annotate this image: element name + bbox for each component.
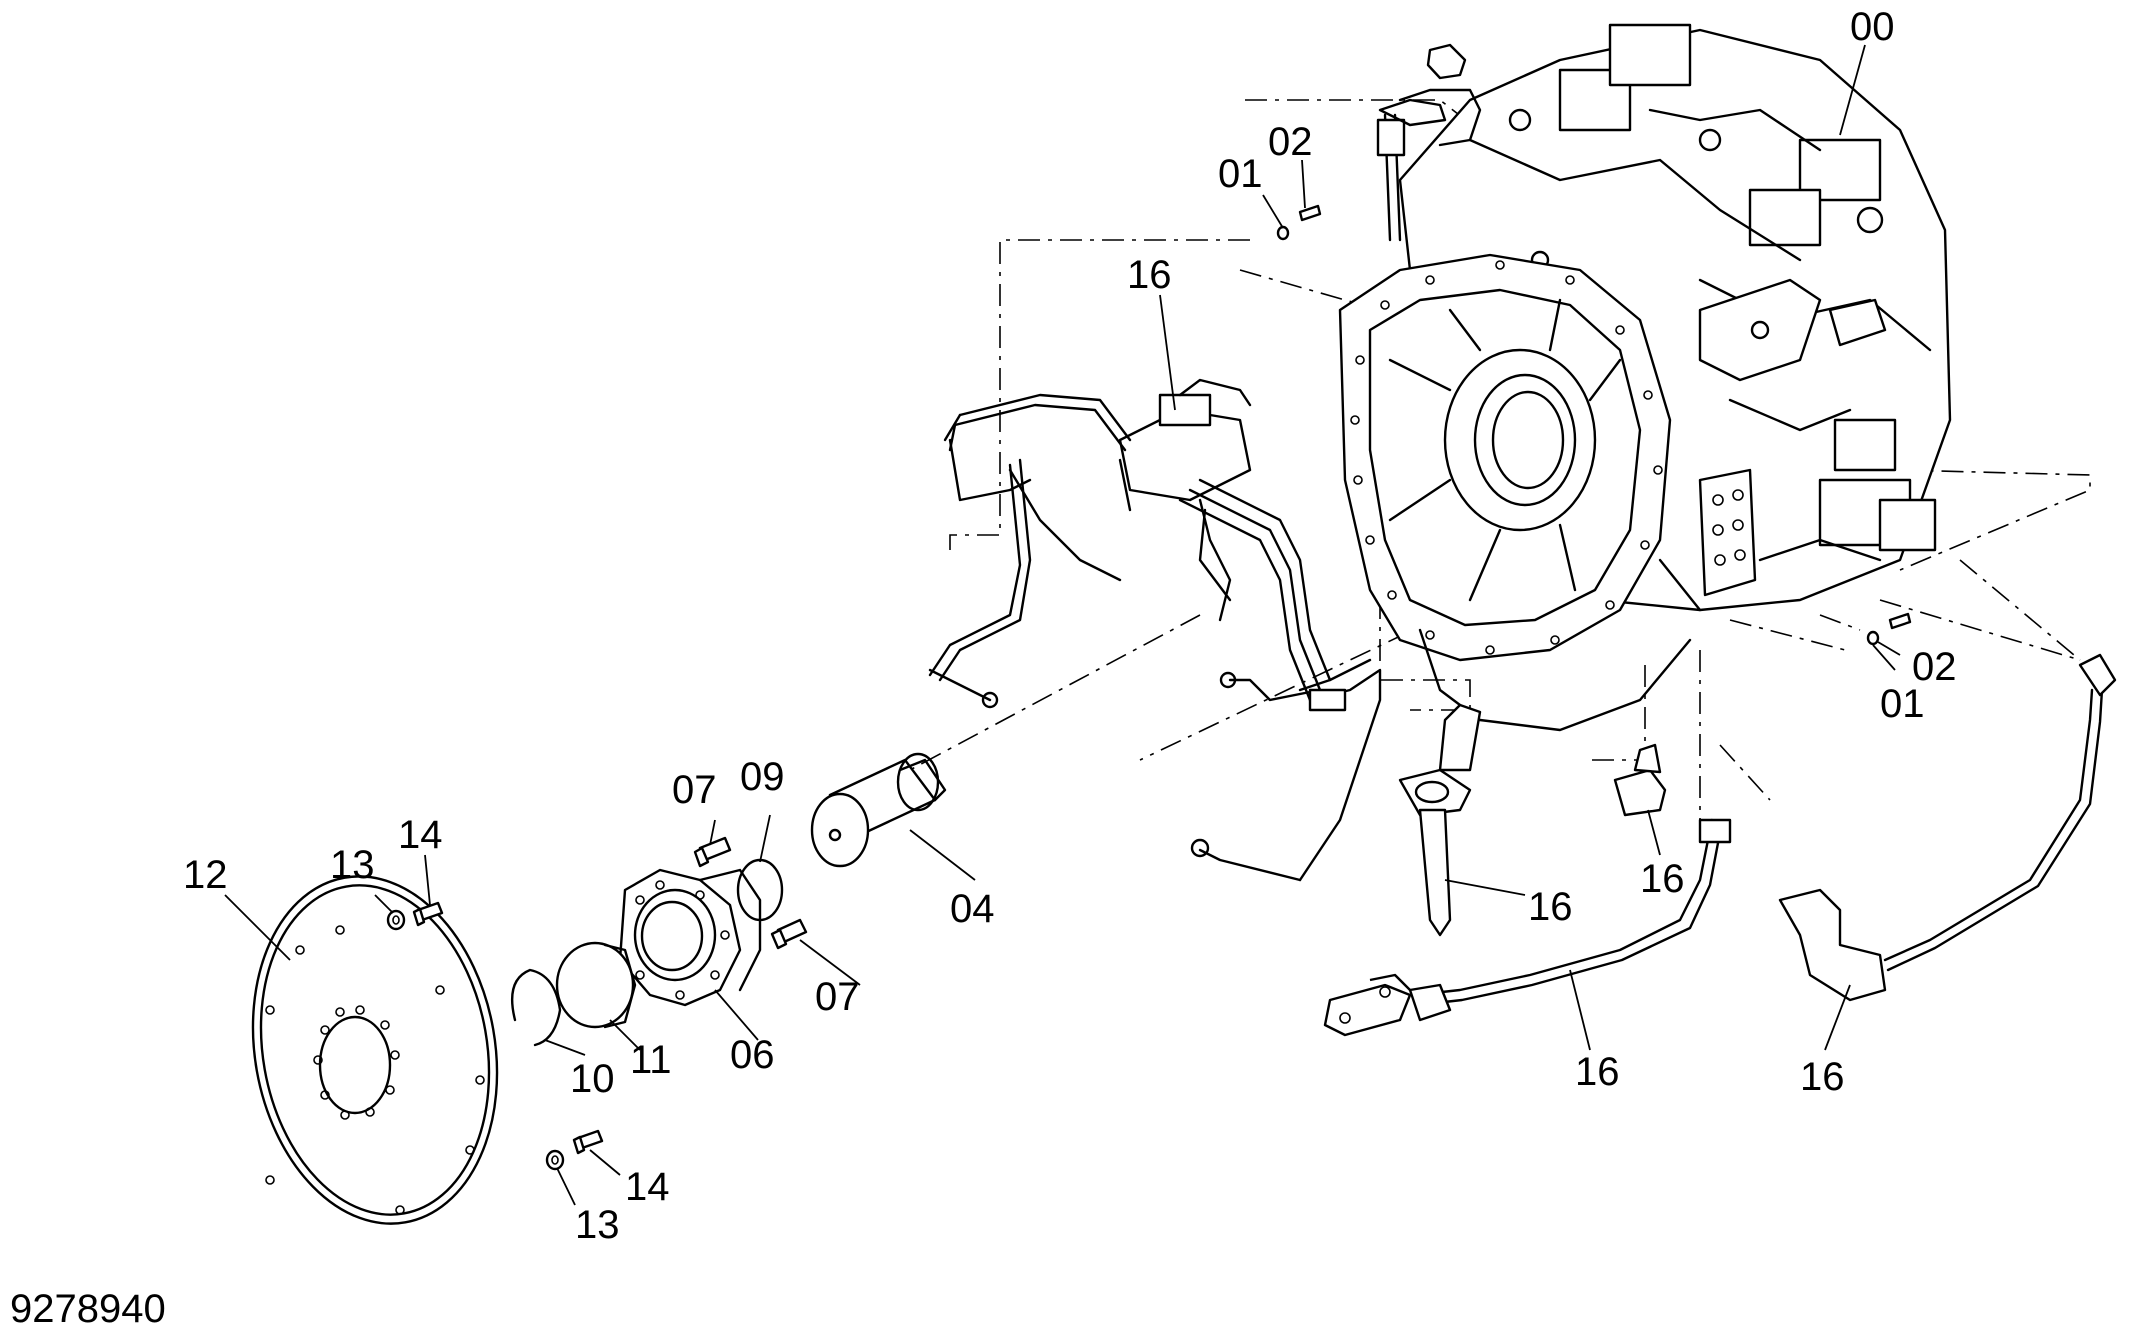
callout-11: 11 [630,1038,672,1082]
callout-02-lower: 02 [1912,645,1957,689]
callout-07-upper: 07 [672,768,717,812]
sensor-cable [1323,818,1732,1037]
callout-16-harness: 16 [1127,253,1172,297]
callout-09: 09 [740,755,785,799]
callout-16-small: 16 [1640,857,1685,901]
callout-02-upper: 02 [1268,120,1313,164]
bearing-housing [618,868,762,1007]
callout-07-lower: 07 [815,975,860,1019]
transmission-housing [1338,23,1952,732]
callout-labels: 00 01 02 16 02 01 04 07 09 07 06 11 10 1… [10,5,1957,1328]
flexplate [251,875,499,1225]
angled-sensor-cable [1778,653,2117,1002]
drawing-number: 9278940 [10,1287,166,1328]
washer-01-upper [1276,225,1290,241]
valve-harness [928,378,1382,882]
callout-12: 12 [183,853,228,897]
washer-01-lower [1866,630,1880,646]
bolt-14-lower [572,1129,604,1155]
bolt-07-lower [770,918,808,950]
washer-13-upper [386,909,406,931]
callout-16-angled: 16 [1800,1055,1845,1099]
speed-sensor [1398,703,1482,937]
snap-ring [510,968,562,1047]
bolt-02-upper [1298,204,1322,222]
bolt-07-upper [693,836,732,868]
callout-16-cable: 16 [1575,1050,1620,1094]
callout-00: 00 [1850,5,1895,49]
callout-13-upper: 13 [330,843,375,887]
bolt-02-lower [1888,612,1912,630]
cover-disc [555,941,637,1029]
callout-06: 06 [730,1033,775,1077]
washer-13-lower [545,1149,565,1171]
callout-16-sensor: 16 [1528,885,1573,929]
callout-14-lower: 14 [625,1165,670,1209]
callout-10: 10 [570,1057,615,1101]
pressure-sensor [1613,743,1667,817]
callout-14-upper: 14 [398,813,443,857]
callout-04: 04 [950,887,995,931]
callout-13-lower: 13 [575,1203,620,1247]
bolt-14-upper [412,901,444,927]
callout-01-upper: 01 [1218,152,1263,196]
leader-lines [224,44,1901,1206]
callout-01-lower: 01 [1880,682,1925,726]
shaft-cylinder [810,752,947,868]
